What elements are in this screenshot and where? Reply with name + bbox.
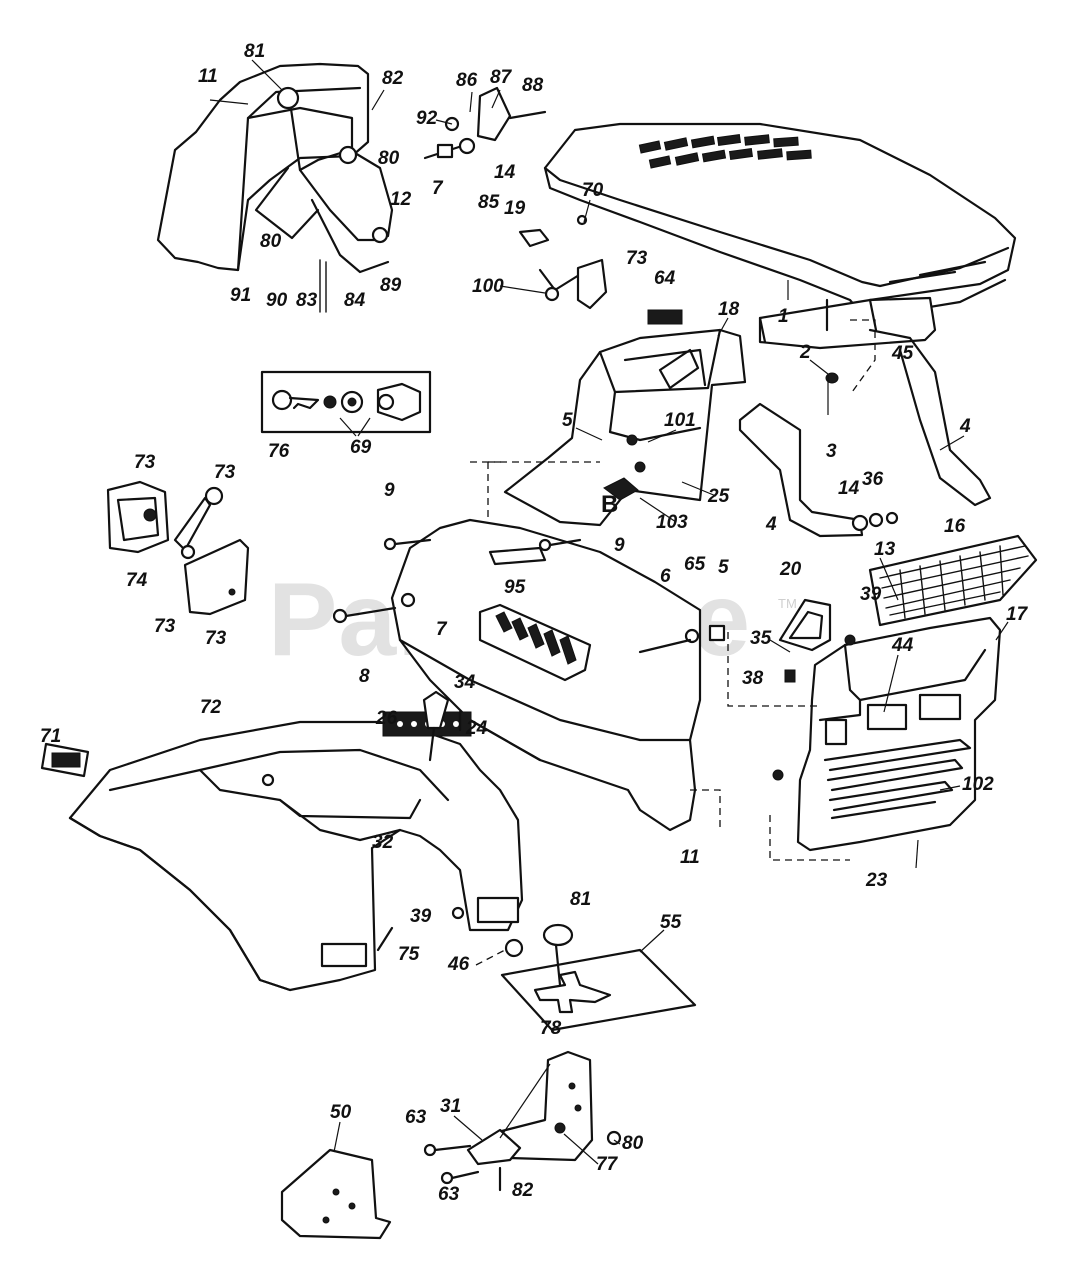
part-label: 18 [718, 299, 740, 320]
part-label: 17 [1006, 604, 1029, 625]
part-label: 82 [512, 1180, 534, 1201]
part-label: 2 [799, 342, 811, 363]
part-label: 84 [344, 290, 366, 311]
part-label: 25 [707, 486, 730, 507]
part-label: 23 [865, 870, 888, 891]
part-label: 6 [660, 566, 671, 587]
part-label: 73 [214, 462, 236, 483]
part-label: 89 [380, 275, 402, 296]
part-label: 39 [410, 906, 432, 927]
part-label: 73 [626, 248, 648, 269]
part-label: 65 [684, 554, 706, 575]
part-label: 74 [126, 570, 148, 591]
rear-fender [40, 690, 524, 992]
part-label: 14 [838, 478, 860, 499]
part-label: 38 [742, 668, 764, 689]
part-label: 50 [330, 1102, 352, 1123]
part-label: 7 [436, 619, 448, 640]
part-label: 16 [944, 516, 966, 537]
part-label: 19 [504, 198, 526, 219]
hood-brackets [738, 296, 992, 538]
part-label: 32 [372, 832, 394, 853]
part-label: 75 [398, 944, 420, 965]
side-panels [106, 480, 250, 616]
seat-brackets [280, 1050, 622, 1240]
part-label: 76 [268, 441, 290, 462]
part-label: 80 [378, 148, 400, 169]
part-label: 82 [382, 68, 404, 89]
part-label: 80 [260, 231, 282, 252]
part-label: 5 [562, 410, 573, 431]
shift-plate [475, 923, 697, 1032]
console-assembly [156, 62, 547, 313]
part-label: 12 [390, 189, 412, 210]
part-label: 71 [40, 726, 61, 747]
part-label: 63 [405, 1107, 427, 1128]
part-label: 11 [198, 66, 218, 87]
part-label: 90 [266, 290, 288, 311]
part-label: 92 [416, 108, 438, 129]
part-label: 9 [614, 535, 625, 556]
part-label: 70 [582, 180, 604, 201]
part-label: 85 [478, 192, 500, 213]
part-label: 83 [296, 290, 318, 311]
part-label: 4 [959, 416, 971, 437]
part-label: 81 [244, 41, 265, 62]
part-label: 73 [154, 616, 176, 637]
part-label: 45 [891, 343, 914, 364]
grille-nose [690, 534, 1038, 869]
part-label: 26 [375, 708, 398, 729]
part-label: 8 [359, 666, 370, 687]
part-label: 14 [494, 162, 516, 183]
part-label: 69 [350, 437, 372, 458]
part-label: 9 [384, 480, 395, 501]
part-label: 73 [205, 628, 227, 649]
dash-panel [470, 328, 747, 527]
part-label: 46 [447, 954, 470, 975]
part-label: 77 [596, 1154, 619, 1175]
watermark-trademark: TM [778, 596, 797, 611]
part-label: 39 [860, 584, 882, 605]
part-label: 11 [680, 847, 700, 868]
part-label: 55 [660, 912, 682, 933]
part-label: 1 [778, 306, 789, 327]
part-label: 44 [891, 635, 914, 656]
part-label: 88 [522, 75, 544, 96]
part-label: 13 [874, 539, 896, 560]
part-label: 80 [622, 1133, 644, 1154]
part-label: 4 [765, 514, 777, 535]
part-label: 100 [472, 276, 504, 297]
part-label: 31 [440, 1096, 461, 1117]
part-label: 34 [454, 672, 476, 693]
part-label: 73 [134, 452, 156, 473]
part-label: 81 [570, 889, 591, 910]
part-label: 7 [432, 178, 444, 199]
part-label: 78 [540, 1018, 562, 1039]
part-label: 24 [465, 718, 488, 739]
hardware [499, 214, 683, 325]
ignition-parts [260, 370, 432, 437]
part-label: 95 [504, 577, 526, 598]
part-label: 35 [750, 628, 772, 649]
part-label: 103 [656, 512, 688, 533]
part-label: 20 [779, 559, 802, 580]
part-label: 102 [962, 774, 994, 795]
part-label: 63 [438, 1184, 460, 1205]
part-label: 5 [718, 557, 729, 578]
part-label: 36 [862, 469, 884, 490]
part-label: 64 [654, 268, 676, 289]
part-labels: 81 11 82 86 87 88 92 80 12 7 85 14 80 91… [40, 41, 1029, 1205]
hood [543, 122, 1017, 318]
leader-lines [251, 59, 1009, 1165]
part-label: 72 [200, 697, 222, 718]
part-label: 91 [230, 285, 251, 306]
part-label: 101 [664, 410, 696, 431]
part-label: 87 [490, 67, 513, 88]
part-label: 3 [826, 441, 837, 462]
callout-b: B [601, 491, 618, 518]
dash-front [332, 518, 726, 832]
part-label: 86 [456, 70, 478, 91]
